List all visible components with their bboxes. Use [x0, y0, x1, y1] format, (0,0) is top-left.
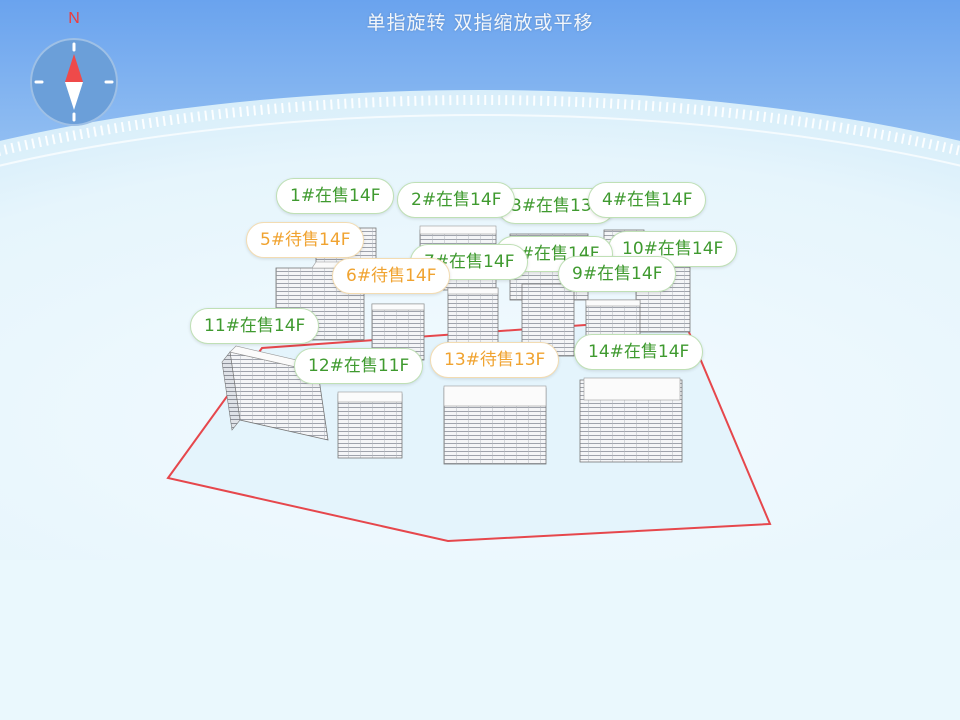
building-label-13[interactable]: 13#待售13F [430, 342, 560, 378]
ground-lower [0, 560, 960, 720]
compass-north-label: N [68, 10, 80, 27]
building-label-11[interactable]: 11#在售14F [190, 308, 320, 344]
building-label-4[interactable]: 4#在售14F [588, 182, 707, 218]
building-label-12[interactable]: 12#在售11F [294, 348, 424, 384]
building-block-7[interactable] [447, 287, 499, 345]
building-block-13[interactable] [443, 385, 547, 465]
gesture-hint: 单指旋转 双指缩放或平移 [366, 12, 594, 34]
building-label-9[interactable]: 9#在售14F [558, 256, 677, 292]
building-label-1[interactable]: 1#在售14F [276, 178, 395, 214]
building-label-5[interactable]: 5#待售14F [246, 222, 365, 258]
building-block-12[interactable] [337, 391, 403, 459]
building-label-6[interactable]: 6#待售14F [332, 258, 451, 294]
building-block-14[interactable] [579, 377, 683, 463]
compass-icon[interactable] [30, 38, 118, 126]
building-label-14[interactable]: 14#在售14F [574, 334, 704, 370]
dome-inner-ring [0, 114, 960, 720]
building-label-2[interactable]: 2#在售14F [397, 182, 516, 218]
compass-widget[interactable]: N [28, 10, 120, 128]
